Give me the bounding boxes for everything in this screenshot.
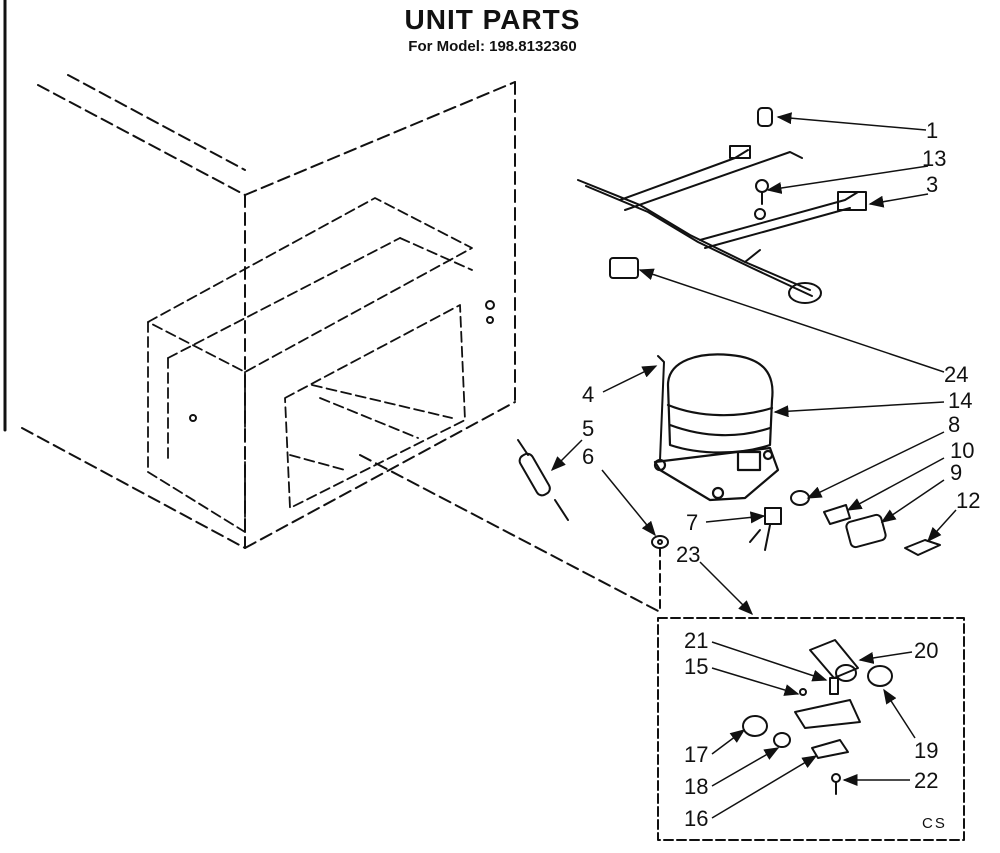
detail-box-outline bbox=[657, 617, 965, 841]
leader-5 bbox=[550, 439, 583, 472]
leader-8 bbox=[806, 431, 945, 499]
leader-24 bbox=[638, 268, 945, 373]
callout-18: 18 bbox=[684, 774, 709, 799]
callout-19: 19 bbox=[914, 738, 939, 763]
callout-24: 24 bbox=[944, 362, 969, 387]
callout-20: 20 bbox=[914, 638, 939, 663]
callout-21: 21 bbox=[684, 628, 709, 653]
part-7-relay bbox=[749, 507, 782, 551]
detail-parts bbox=[742, 639, 893, 795]
compressor-compartment bbox=[147, 197, 473, 533]
callout-5: 5 bbox=[582, 416, 595, 441]
callout-17: 17 bbox=[684, 742, 709, 767]
callout-10: 10 bbox=[950, 438, 975, 463]
leader-19 bbox=[883, 688, 916, 739]
model-subtitle: For Model: 198.8132360 bbox=[408, 38, 577, 55]
leader-16 bbox=[711, 755, 818, 819]
leader-6 bbox=[601, 469, 656, 537]
leader-12 bbox=[926, 509, 957, 543]
callout-4: 4 bbox=[582, 382, 595, 407]
callout-7: 7 bbox=[686, 510, 699, 535]
part-12-bracket bbox=[904, 539, 941, 556]
leader-7 bbox=[705, 511, 766, 524]
part-1-plug bbox=[757, 107, 773, 127]
leader-15 bbox=[711, 667, 800, 696]
compressor-body bbox=[653, 353, 780, 502]
callout-9: 9 bbox=[950, 460, 963, 485]
leader-4 bbox=[602, 365, 658, 393]
part-6-grommet bbox=[651, 535, 669, 549]
callout-23: 23 bbox=[676, 542, 701, 567]
leader-18 bbox=[711, 747, 780, 787]
part-13-screw bbox=[755, 179, 769, 205]
callout-16: 16 bbox=[684, 806, 709, 831]
part-9-cover bbox=[845, 513, 887, 549]
corner-mark: CS bbox=[922, 815, 947, 832]
part-24-clip bbox=[609, 257, 639, 279]
leader-1 bbox=[776, 112, 927, 131]
cabinet-outline bbox=[21, 74, 516, 549]
leader-dashed-compartment bbox=[359, 454, 661, 613]
callout-1: 1 bbox=[926, 118, 939, 143]
callout-15: 15 bbox=[684, 654, 709, 679]
leader-21 bbox=[711, 641, 828, 682]
leader-13 bbox=[766, 165, 929, 194]
leader-14 bbox=[773, 401, 945, 418]
callout-22: 22 bbox=[914, 768, 939, 793]
callout-6: 6 bbox=[582, 444, 595, 469]
callout-14: 14 bbox=[948, 388, 973, 413]
leader-3 bbox=[868, 193, 929, 208]
part-10-clip bbox=[823, 504, 851, 525]
leader-10 bbox=[846, 457, 945, 511]
callout-3: 3 bbox=[926, 172, 939, 197]
leader-23 bbox=[699, 561, 754, 616]
leader-9 bbox=[880, 479, 945, 523]
leader-17 bbox=[711, 729, 746, 755]
part-4-clip bbox=[657, 355, 665, 461]
callout-13: 13 bbox=[922, 146, 947, 171]
callout-12: 12 bbox=[956, 488, 981, 513]
diagram-title: UNIT PARTS bbox=[404, 4, 581, 35]
wiring-harness bbox=[577, 145, 867, 304]
callout-8: 8 bbox=[948, 412, 961, 437]
leader-20 bbox=[858, 651, 913, 664]
part-8-overload bbox=[790, 490, 810, 506]
part-5-drier bbox=[517, 439, 569, 521]
